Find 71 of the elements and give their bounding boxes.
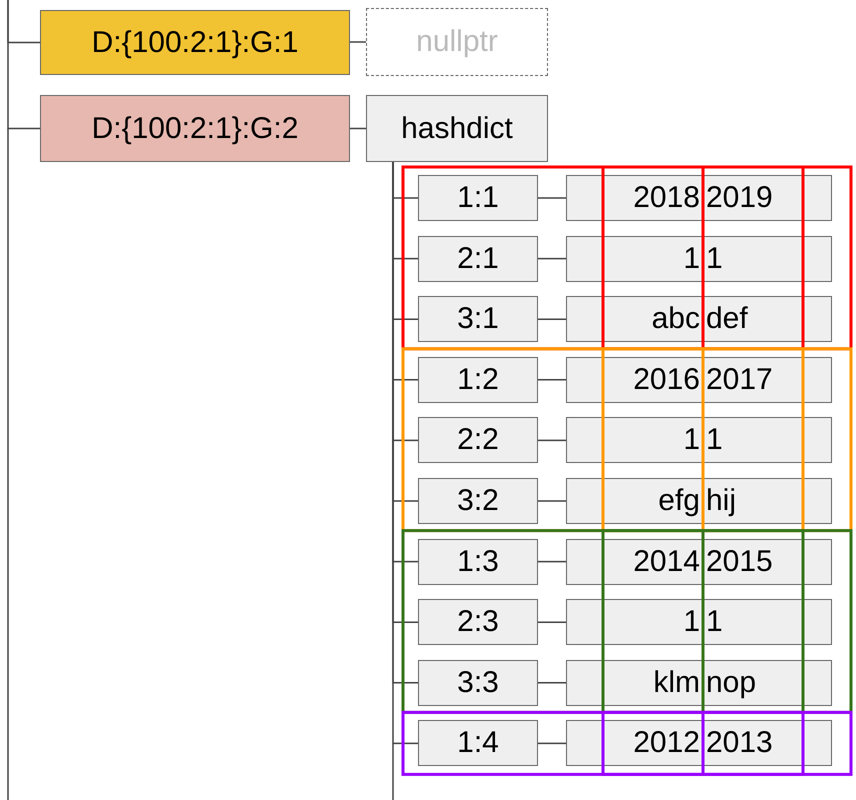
value-text: efg — [658, 483, 700, 519]
connector — [538, 500, 566, 502]
value-box — [566, 236, 832, 282]
value-text: def — [706, 301, 748, 338]
key-box — [418, 538, 538, 585]
key-box — [418, 296, 538, 342]
key-text: 3:2 — [457, 484, 499, 518]
value-text: abc — [652, 301, 700, 338]
value-box — [566, 538, 832, 585]
value-box — [566, 356, 832, 403]
connector — [538, 621, 566, 623]
connector — [538, 258, 566, 260]
connector — [350, 128, 366, 130]
value-box — [566, 296, 832, 342]
key-text: 1:2 — [457, 362, 499, 397]
key-box — [418, 236, 538, 282]
node-label: nullptr — [416, 25, 498, 59]
value-text: 2013 — [706, 725, 773, 762]
value-box — [566, 599, 832, 646]
connector — [538, 560, 566, 562]
connector — [538, 379, 566, 381]
node-label: D:{100:2:1}:G:1 — [92, 26, 298, 60]
key-box — [418, 175, 538, 221]
key-text: 3:3 — [457, 666, 499, 700]
value-text: 2014 — [633, 544, 700, 580]
key-box — [418, 660, 538, 706]
key-text: 2:2 — [457, 423, 499, 458]
value-text: 1 — [683, 604, 700, 640]
connector — [538, 197, 566, 199]
value-text: 2017 — [706, 362, 773, 398]
connector — [350, 41, 366, 43]
key-text: 1:4 — [457, 726, 499, 760]
connector — [538, 682, 566, 684]
key-text: 2:1 — [457, 242, 499, 276]
key-box — [418, 720, 538, 766]
value-box — [566, 175, 832, 221]
value-text: 1 — [683, 422, 700, 458]
value-text: 2018 — [633, 180, 700, 216]
node-label: D:{100:2:1}:G:2 — [92, 112, 298, 146]
key-text: 1:1 — [457, 181, 499, 215]
group-box — [40, 95, 350, 162]
value-text: klm — [653, 664, 700, 701]
value-text: 1 — [706, 604, 723, 640]
key-box — [418, 478, 538, 524]
value-text: 2015 — [706, 544, 773, 580]
value-text: 1 — [683, 240, 700, 277]
value-box — [566, 660, 832, 706]
key-box — [418, 417, 538, 464]
node-label: hashdict — [401, 112, 513, 146]
value-text: nop — [706, 664, 756, 701]
value-box — [566, 417, 832, 464]
key-box — [418, 599, 538, 646]
null-box — [366, 8, 548, 76]
key-text: 3:1 — [457, 302, 499, 336]
key-text: 1:3 — [457, 544, 499, 579]
connector — [7, 0, 40, 130]
value-text: 1 — [706, 240, 723, 277]
value-text: 1 — [706, 422, 723, 458]
key-text: 2:3 — [457, 605, 499, 640]
value-text: 2012 — [633, 725, 700, 762]
value-text: 2016 — [633, 362, 700, 398]
group-box — [40, 10, 350, 75]
key-box — [418, 356, 538, 403]
connector — [538, 742, 566, 744]
value-text: hij — [706, 483, 736, 519]
connector — [538, 318, 566, 320]
connector — [538, 440, 566, 442]
value-box — [566, 478, 832, 524]
value-box — [566, 720, 832, 766]
value-text: 2019 — [706, 180, 773, 216]
dict-box — [366, 95, 548, 162]
